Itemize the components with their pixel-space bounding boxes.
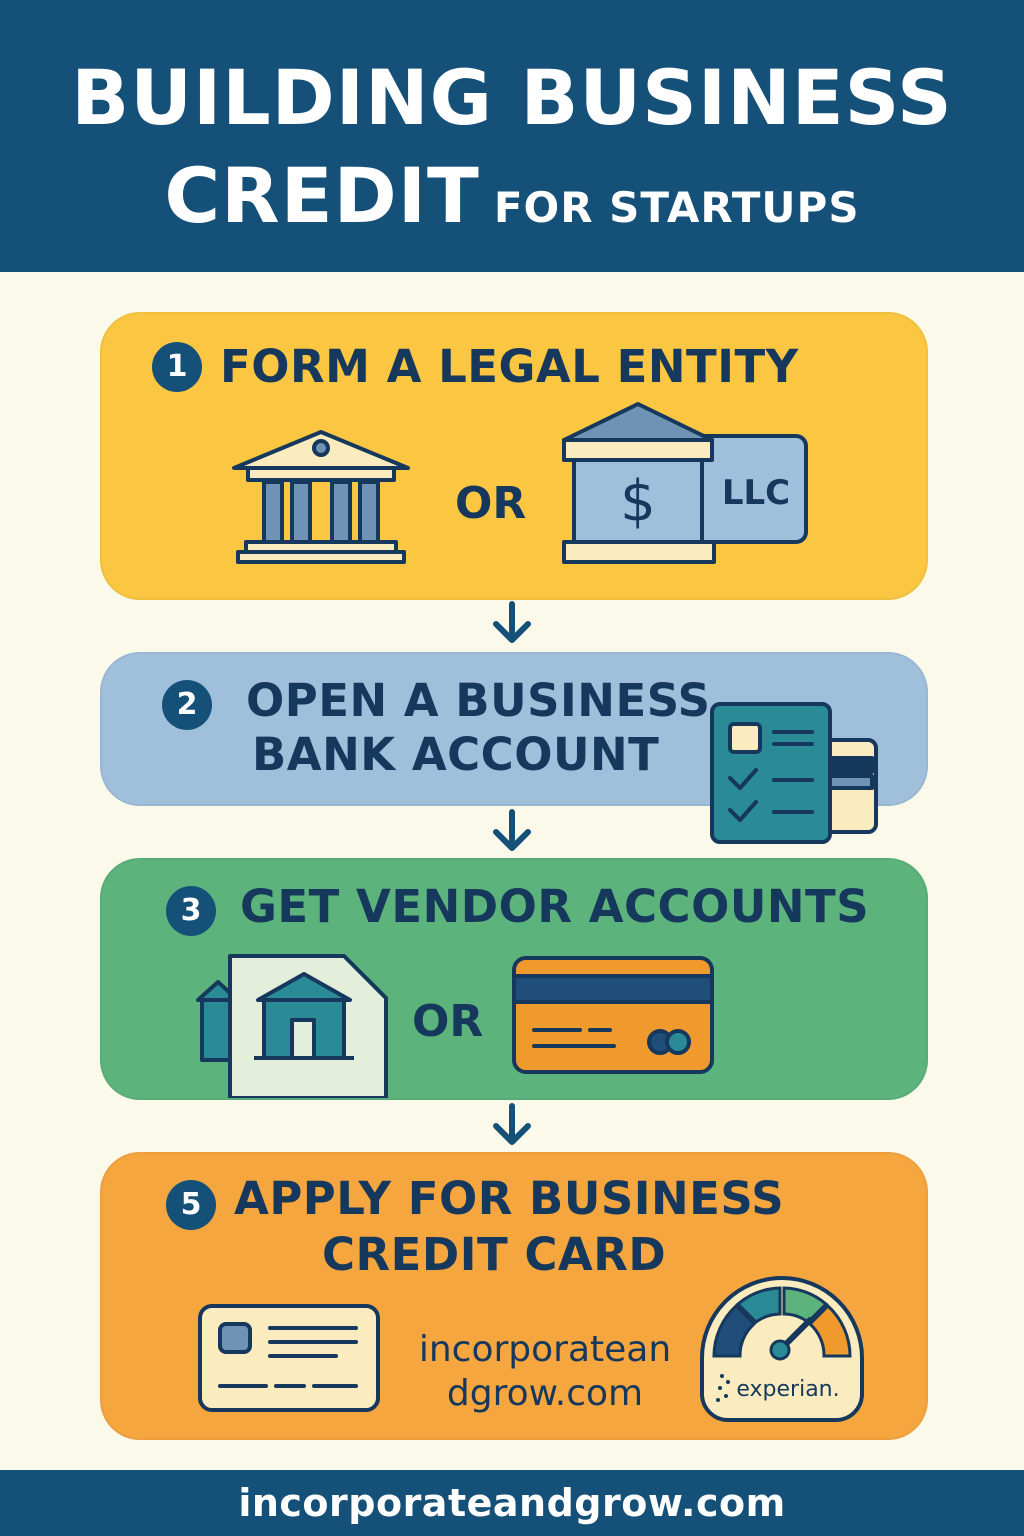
step-4-title-line1: APPLY FOR BUSINESS xyxy=(234,1172,785,1225)
brand-website-text: incorporatean dgrow.com xyxy=(395,1328,695,1416)
id-card-icon xyxy=(198,1304,380,1412)
experian-logo-text: experian. xyxy=(736,1377,839,1402)
footer-url: incorporateandgrow.com xyxy=(0,1470,1024,1536)
page-title-line1: BUILDING BUSINESS xyxy=(71,53,953,142)
down-arrow-icon xyxy=(493,809,531,851)
down-arrow-icon xyxy=(493,1103,531,1145)
credit-score-gauge-icon: experian. xyxy=(700,1276,864,1422)
page-subtitle: FOR STARTUPS xyxy=(493,183,860,232)
step-1-number: 1 xyxy=(152,342,202,392)
credit-card-icon xyxy=(512,956,714,1074)
step-2-title-line2: BANK ACCOUNT xyxy=(252,728,660,781)
step-3-title: GET VENDOR ACCOUNTS xyxy=(240,880,870,933)
page-title-credit: CREDIT xyxy=(164,151,480,240)
step-1-or-text: OR xyxy=(455,478,527,529)
page-title-line2: CREDIT FOR STARTUPS xyxy=(0,150,1024,263)
government-building-icon xyxy=(232,430,410,564)
step-2-title-line1: OPEN A BUSINESS xyxy=(246,674,711,727)
step-3-or-text: OR xyxy=(412,996,484,1047)
step-3-number: 3 xyxy=(166,886,216,936)
bank-llc-icon: $ LLC xyxy=(562,402,808,564)
vendor-store-document-icon xyxy=(196,954,388,1098)
step-2-number: 2 xyxy=(162,680,212,730)
currency-symbol: $ xyxy=(620,469,656,534)
header-banner: BUILDING BUSINESS CREDIT FOR STARTUPS xyxy=(0,0,1024,272)
down-arrow-icon xyxy=(493,601,531,643)
llc-badge-text: LLC xyxy=(722,473,790,513)
brand-line1: incorporatean xyxy=(418,1329,672,1370)
checklist-document-icon xyxy=(710,702,878,844)
step-4-title-line2: CREDIT CARD xyxy=(322,1228,667,1281)
step-1-title: FORM A LEGAL ENTITY xyxy=(220,340,799,393)
brand-line2: dgrow.com xyxy=(446,1373,644,1414)
step-4-number: 5 xyxy=(166,1180,216,1230)
